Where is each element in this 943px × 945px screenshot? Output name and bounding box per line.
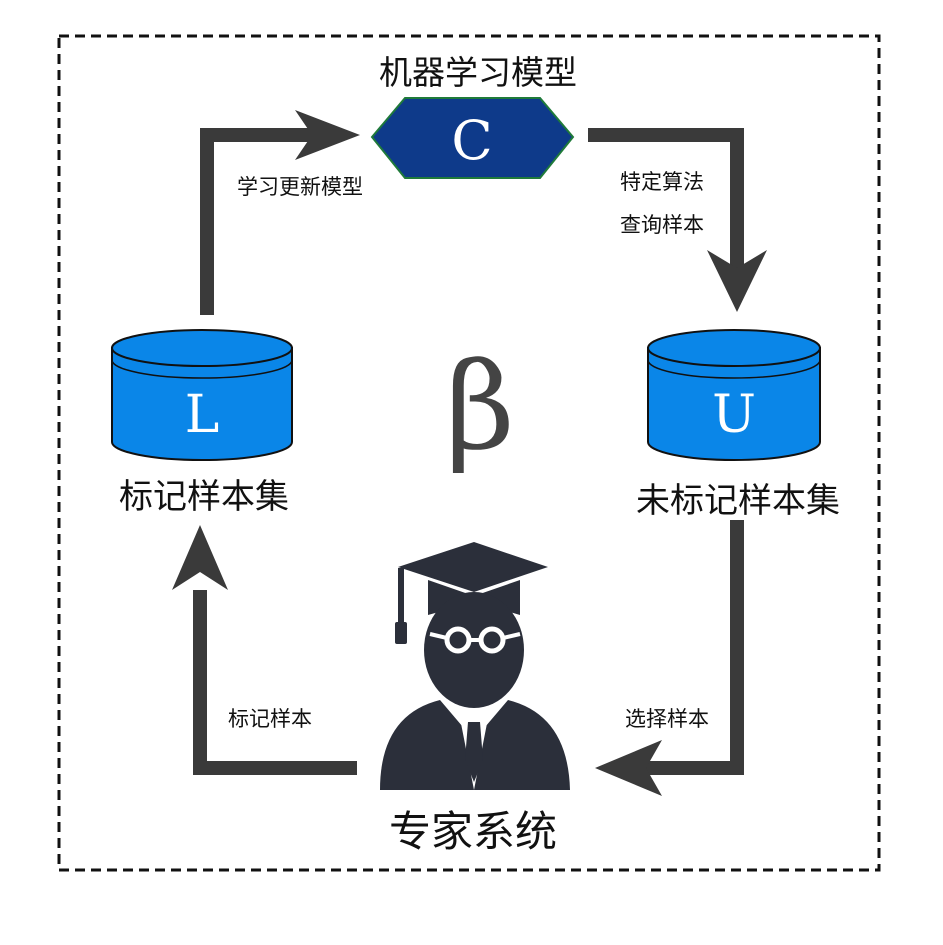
edge-label-label: 标记样本 bbox=[228, 707, 312, 731]
edge-label-query-2: 查询样本 bbox=[620, 213, 704, 237]
cap-tassel-end bbox=[395, 622, 407, 644]
expert-head bbox=[424, 592, 524, 708]
edge-label-select: 选择样本 bbox=[625, 707, 709, 731]
labeled-set-label: 标记样本集 bbox=[119, 477, 289, 517]
arrowhead-label bbox=[172, 525, 228, 590]
glasses-arm-left bbox=[429, 632, 448, 640]
unlabeled-letter: U bbox=[712, 385, 756, 445]
beta-symbol: β bbox=[445, 338, 514, 477]
model-hexagon bbox=[370, 97, 575, 179]
unlabeled-set-cylinder: U bbox=[647, 329, 821, 461]
graduate-expert-icon bbox=[380, 542, 570, 790]
edge-label-query-1: 特定算法 bbox=[620, 170, 704, 194]
expert-system-label: 专家系统 bbox=[389, 807, 557, 856]
labeled-letter: L bbox=[185, 385, 220, 445]
edge-label-update-model: 学习更新模型 bbox=[237, 175, 363, 199]
arrow-query bbox=[588, 128, 744, 270]
expert-tie bbox=[465, 722, 483, 782]
flow-arrows bbox=[172, 110, 767, 796]
cap-board bbox=[398, 542, 548, 592]
model-node: C bbox=[370, 97, 575, 179]
labeled-cylinder-top bbox=[111, 329, 293, 367]
unlabeled-cylinder-band bbox=[647, 359, 821, 379]
labeled-set-cylinder: L bbox=[111, 329, 293, 461]
labeled-cylinder-band bbox=[111, 359, 293, 379]
model-title: 机器学习模型 bbox=[379, 53, 577, 92]
unlabeled-set-label: 未标记样本集 bbox=[636, 481, 840, 521]
model-letter: C bbox=[451, 109, 492, 172]
glasses-arm-right bbox=[502, 632, 521, 640]
dashed-frame bbox=[57, 34, 881, 872]
arrowhead-query bbox=[707, 250, 767, 312]
cap-tassel bbox=[398, 568, 404, 628]
arrow-select bbox=[640, 520, 744, 775]
arrowhead-update-model bbox=[295, 110, 360, 160]
arrowhead-select bbox=[595, 740, 662, 796]
arrow-update-model bbox=[200, 128, 325, 315]
unlabeled-cylinder-top bbox=[647, 329, 821, 367]
arrow-label bbox=[193, 590, 357, 775]
